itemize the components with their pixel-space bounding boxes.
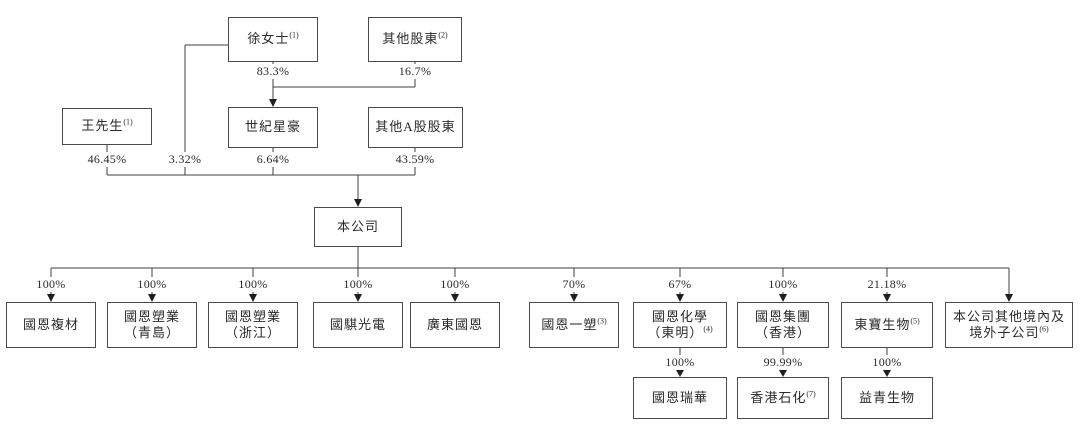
pct-wang-to-company: 46.45% <box>84 152 130 167</box>
pct-xu-to-shiji: 83.3% <box>253 64 293 79</box>
node-hongkong-petrochemical: 香港石化(7) <box>737 377 829 419</box>
node-guoen-plastics-qingdao: 國恩塑業 （青島） <box>107 302 197 348</box>
pct-to-g1: 100% <box>662 355 698 370</box>
node-the-company: 本公司 <box>314 207 402 247</box>
node-guangdong-guoen: 廣東國恩 <box>410 302 500 348</box>
node-shiji-xinghao: 世紀星豪 <box>228 107 318 148</box>
pct-to-sub1: 100% <box>33 277 69 292</box>
node-other-a-share-holders: 其他A股股東 <box>368 107 463 148</box>
node-other-domestic-overseas-subsidiaries: 本公司其他境內及 境外子公司(6) <box>945 302 1073 348</box>
node-ms-xu: 徐女士(1) <box>228 17 318 62</box>
pct-to-sub6: 70% <box>559 277 589 292</box>
pct-to-sub4: 100% <box>340 277 376 292</box>
node-guoen-chemical-dongming: 國恩化學 （東明）(4) <box>633 302 727 348</box>
node-dongbao-biotech: 東寶生物(5) <box>841 302 933 348</box>
pct-to-sub3: 100% <box>235 277 271 292</box>
pct-shiji-to-company: 6.64% <box>253 152 293 167</box>
pct-to-sub7: 67% <box>665 277 695 292</box>
pct-othera-to-company: 43.59% <box>392 152 438 167</box>
node-guoen-group-hongkong: 國恩集團 （香港） <box>737 302 829 348</box>
node-guoen-plastics-zhejiang: 國恩塑業 （浙江） <box>208 302 298 348</box>
pct-osh-to-shiji: 16.7% <box>395 64 435 79</box>
node-guoen-composite: 國恩複材 <box>6 302 96 348</box>
node-other-shareholders: 其他股東(2) <box>368 17 462 62</box>
pct-to-sub9: 21.18% <box>864 277 910 292</box>
node-mr-wang: 王先生(1) <box>62 108 152 145</box>
node-guoen-yisu: 國恩一塑(3) <box>529 302 619 348</box>
pct-to-sub5: 100% <box>437 277 473 292</box>
pct-xu-to-company: 3.32% <box>165 152 205 167</box>
node-guoqi-optoelectronics: 國騏光電 <box>313 302 403 348</box>
pct-to-sub2: 100% <box>134 277 170 292</box>
pct-to-g3: 100% <box>869 355 905 370</box>
node-yiqing-biotech: 益青生物 <box>841 377 933 419</box>
node-guoen-ruihua: 國恩瑞華 <box>633 377 727 419</box>
pct-to-g2: 99.99% <box>760 355 806 370</box>
pct-to-sub8: 100% <box>765 277 801 292</box>
